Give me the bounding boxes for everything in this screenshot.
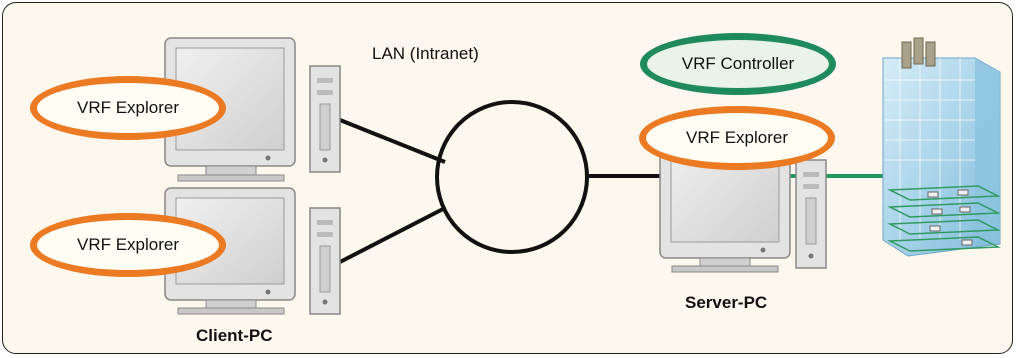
tower-case-icon	[795, 159, 827, 269]
client-pc-label: Client-PC	[196, 326, 273, 345]
vrf-controller: VRF Controller	[640, 33, 836, 95]
vrf-explorer-server: VRF Explorer	[639, 106, 835, 170]
lan-label: LAN (Intranet)	[372, 44, 479, 63]
client-pc-1	[164, 37, 341, 182]
network-links	[339, 118, 885, 264]
link-client2	[339, 206, 446, 264]
desktop-pc-icon	[164, 37, 296, 182]
building-icon	[882, 37, 1001, 257]
tower-case-icon	[309, 207, 341, 315]
vrf-explorer-client-2: VRF Explorer	[30, 213, 226, 277]
tower-case-icon	[309, 65, 341, 173]
vrf-explorer-client-1: VRF Explorer	[30, 76, 226, 140]
link-client1	[339, 118, 446, 164]
server-pc-label: Server-PC	[685, 293, 768, 312]
network-hub-icon	[435, 100, 589, 254]
